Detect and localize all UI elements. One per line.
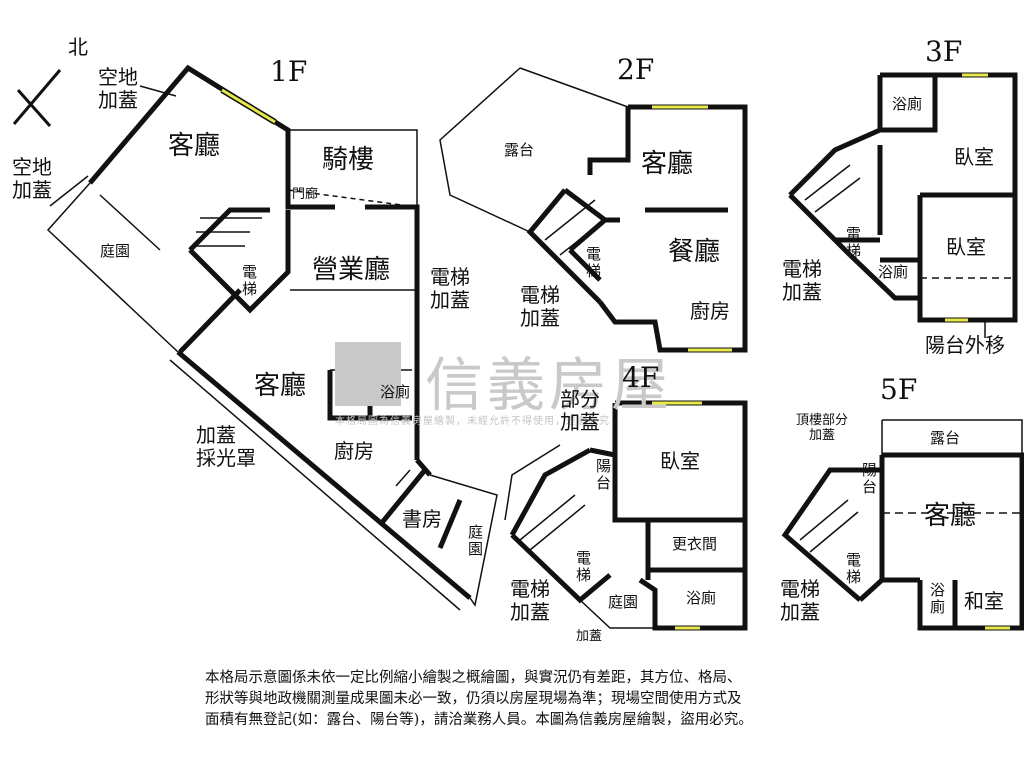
compass-icon [12, 69, 62, 127]
f4-elevator: 電 梯 [576, 549, 592, 585]
f5-japanese-room: 和室 [964, 589, 1004, 613]
f1-garden-right: 庭 園 [468, 523, 484, 559]
f5-living-room: 客廳 [924, 501, 977, 531]
f1-elevator-cover: 電梯 加蓋 [430, 265, 470, 312]
f5-elevator: 電 梯 [846, 551, 862, 587]
f4-bedroom: 臥室 [660, 449, 700, 473]
f5-terrace: 露台 [930, 429, 961, 447]
f3-balcony-moved: 陽台外移 [925, 333, 1005, 357]
f1-study: 書房 [402, 507, 442, 531]
f1-arcade: 騎樓 [322, 145, 375, 175]
f1-empty-lot-cover-top: 空地 加蓋 [98, 65, 138, 112]
f4-cover: 加蓋 [576, 629, 603, 644]
f2-elevator-cover: 電梯 加蓋 [520, 283, 560, 330]
f3-bedroom-lower: 臥室 [946, 235, 986, 259]
f1-living-room-lower: 客廳 [254, 371, 307, 401]
f1-bathroom: 浴廁 [380, 383, 411, 401]
disclaimer-line: 形狀等與地政機關測量成果圖未必一致，仍須以房屋現場為準；現場空間使用方式及 [205, 691, 742, 707]
f4-partial-cover: 部分 加蓋 [560, 387, 600, 434]
f3-bedroom-top: 臥室 [954, 145, 994, 169]
f4-garden: 庭園 [608, 593, 639, 611]
f3-elevator: 電 梯 [846, 225, 862, 261]
f2-elevator: 電 梯 [586, 245, 602, 281]
f3-bathroom-top: 浴廁 [892, 95, 923, 113]
f2-kitchen: 廚房 [690, 299, 730, 323]
f2-terrace: 露台 [504, 141, 535, 159]
f4-balcony: 陽 台 [596, 457, 612, 493]
f3-elevator-cover: 電梯 加蓋 [782, 257, 822, 304]
f1-porch: 門廊 [292, 187, 319, 202]
floor-1f-title: 1F [270, 55, 308, 88]
floor-5f-title: 5F [880, 373, 918, 406]
f1-skylight-cover: 加蓋 採光罩 [196, 423, 256, 470]
f5-elevator-cover: 電梯 加蓋 [780, 577, 820, 624]
f5-balcony: 陽 台 [862, 461, 878, 497]
f1-empty-lot-cover-left: 空地 加蓋 [12, 155, 52, 202]
f3-bathroom-lower: 浴廁 [878, 263, 909, 281]
disclaimer: 本格局示意圖係未依一定比例縮小繪製之概繪圖，與實況仍有差距，其方位、格局、 形狀… [205, 668, 925, 731]
f5-roof-partial-cover: 頂樓部分 加蓋 [796, 413, 849, 443]
disclaimer-line: 本格局示意圖係未依一定比例縮小繪製之概繪圖，與實況仍有差距，其方位、格局、 [205, 670, 742, 686]
floor-2f-title: 2F [617, 53, 655, 86]
f4-bathroom: 浴廁 [686, 589, 717, 607]
floor-3f-title: 3F [925, 35, 963, 68]
f4-elevator-cover: 電梯 加蓋 [510, 577, 550, 624]
north-label: 北 [68, 35, 88, 59]
f1-garden-left: 庭園 [100, 242, 131, 260]
disclaimer-line: 面積有無登記(如：露台、陽台等)，請洽業務人員。本圖為信義房屋繪製，盜用必究。 [205, 712, 753, 728]
f1-business-hall: 營業廳 [312, 255, 391, 285]
f2-dining-room: 餐廳 [668, 237, 721, 267]
f5-bathroom: 浴 廁 [930, 581, 946, 617]
f1-living-room-top: 客廳 [168, 131, 221, 161]
f2-living-room: 客廳 [641, 149, 694, 179]
floor-4f-title: 4F [622, 361, 660, 394]
f4-dressing-room: 更衣間 [672, 535, 718, 553]
f1-kitchen: 廚房 [334, 439, 374, 463]
f1-elevator: 電 梯 [242, 263, 258, 299]
